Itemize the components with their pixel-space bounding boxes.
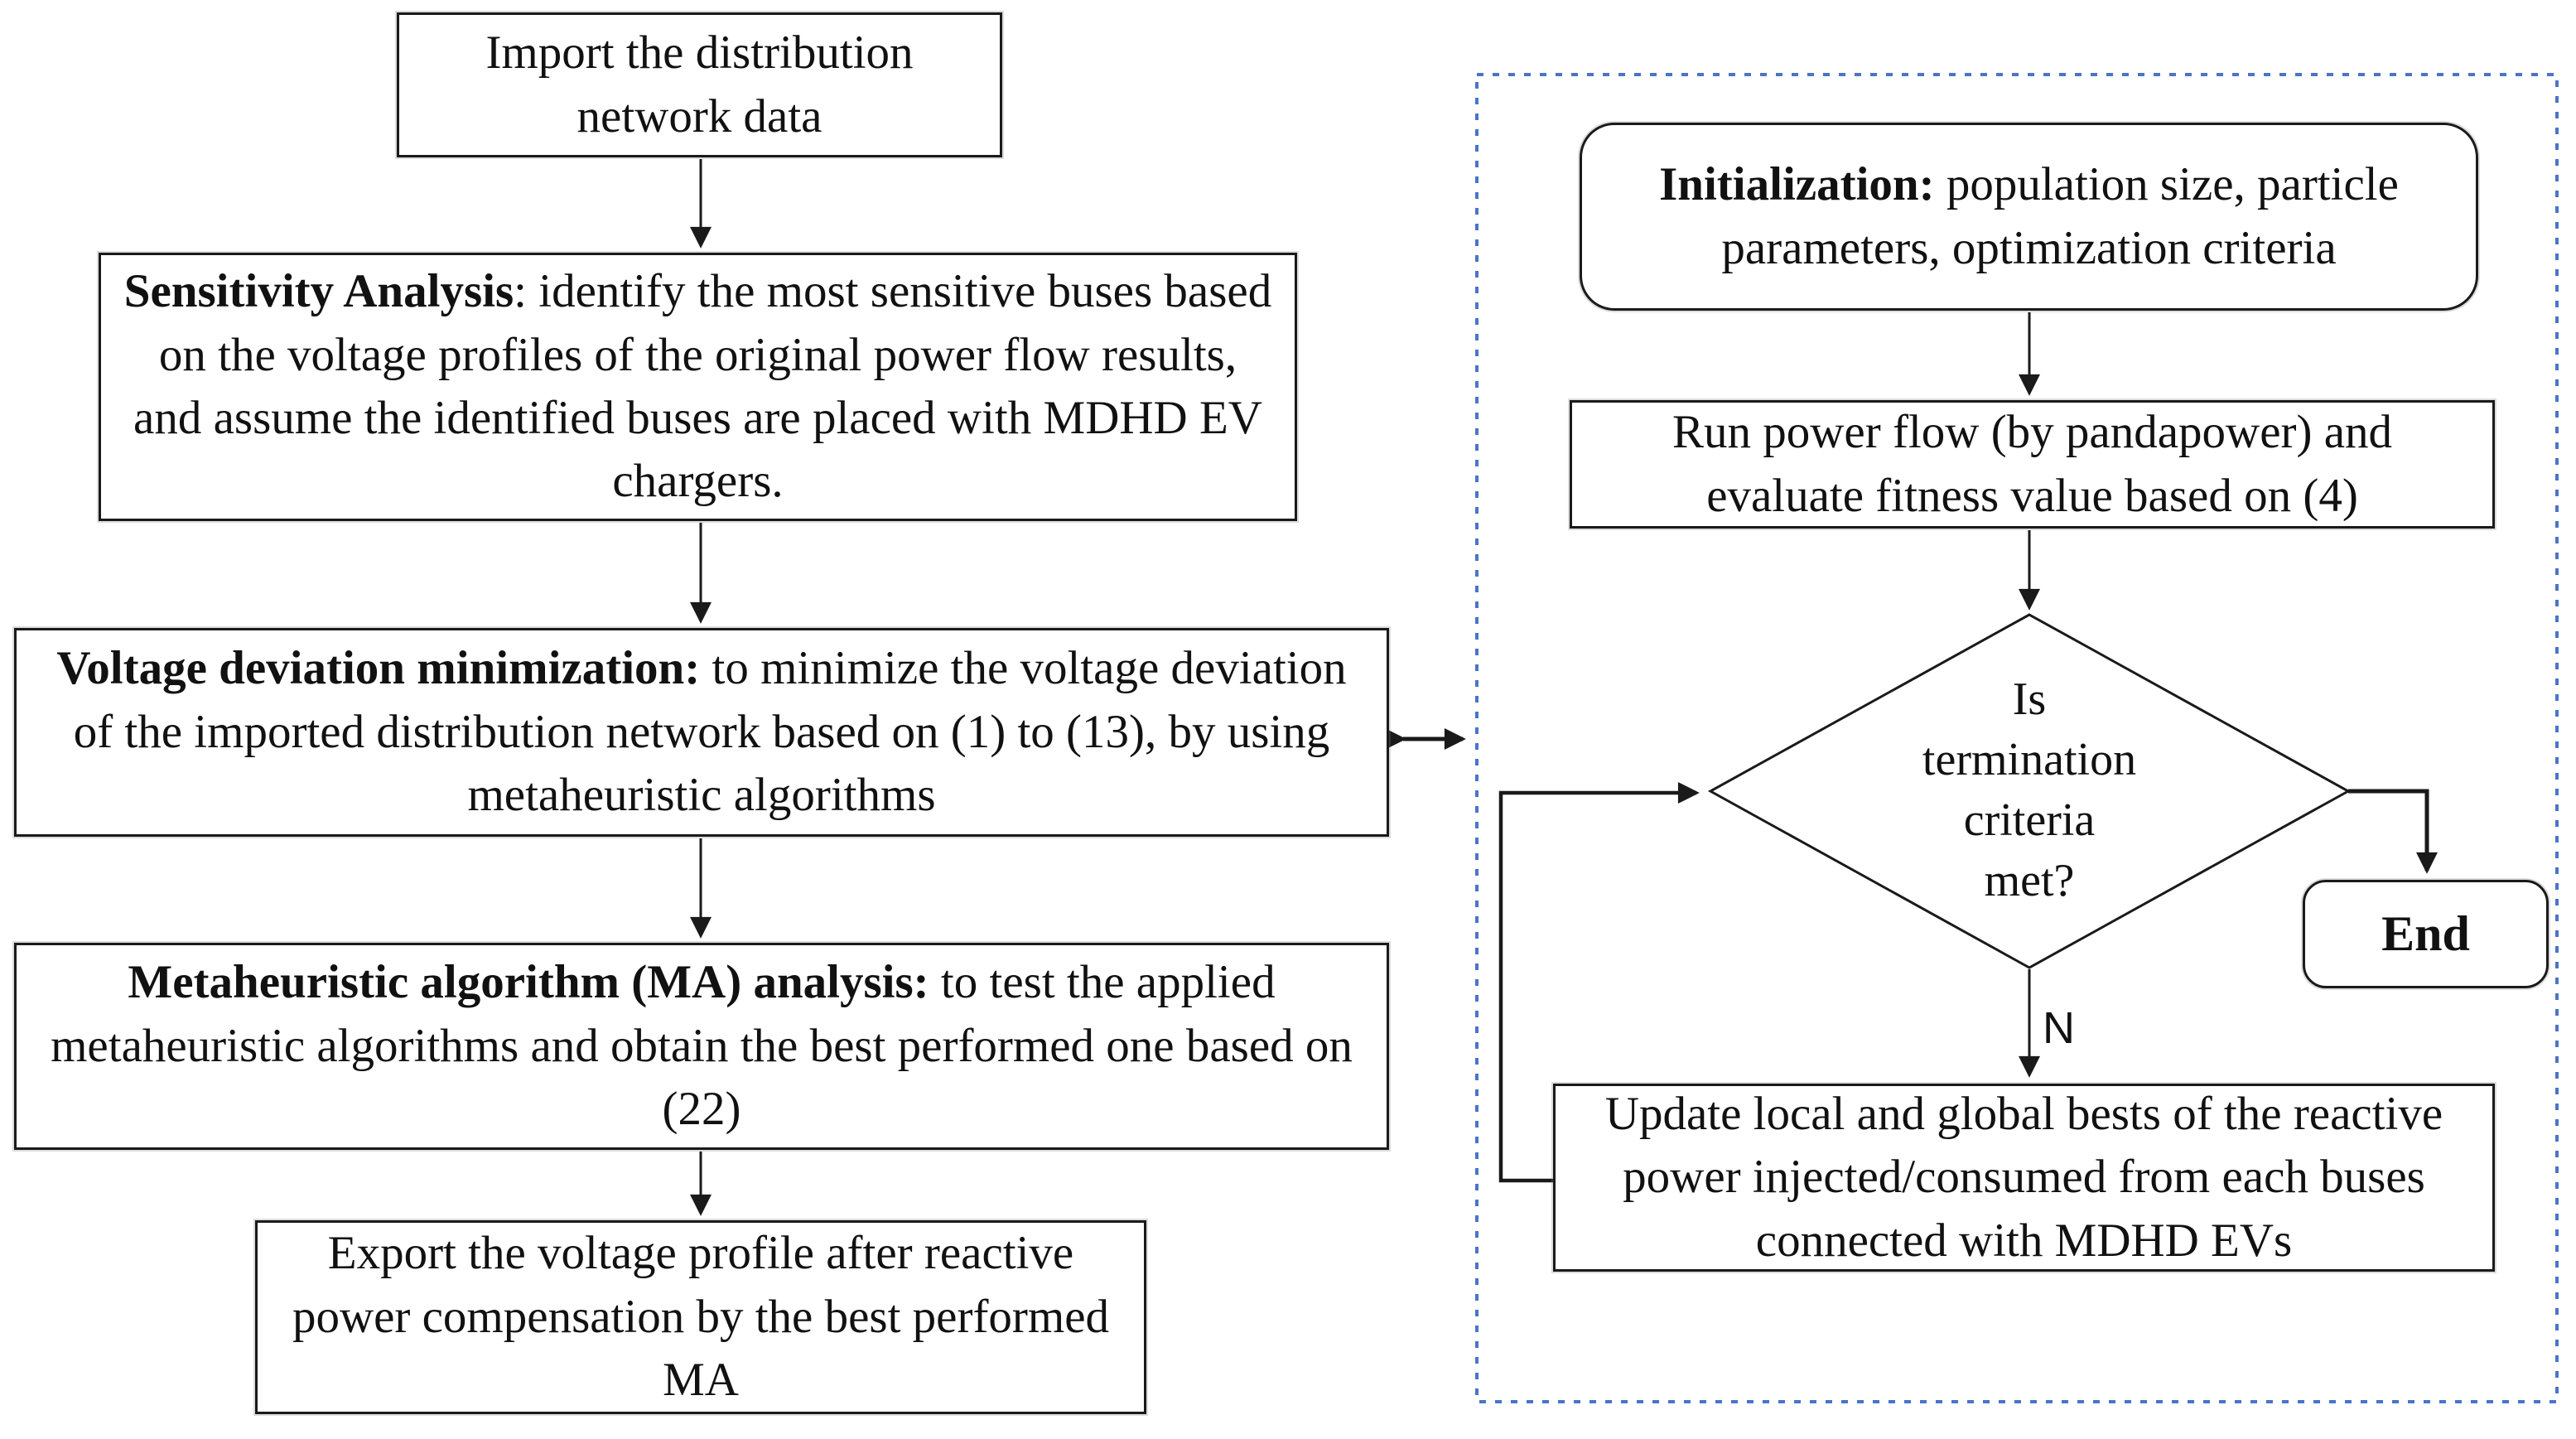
voltage-deviation-minimization-box: Voltage deviation minimization: to minim… <box>14 628 1389 837</box>
metaheuristic-analysis-box: Metaheuristic algorithm (MA) analysis: t… <box>14 943 1389 1150</box>
end-terminator-box: End <box>2303 880 2549 988</box>
sensitivity-analysis-box: Sensitivity Analysis: identify the most … <box>99 253 1297 521</box>
import-network-data-text: Import the distribution network data <box>485 27 914 142</box>
voltage-deviation-lead: Voltage deviation minimization: <box>56 642 701 695</box>
termination-decision-label: Is termination criteria met? <box>1847 669 2212 911</box>
metaheuristic-analysis-lead: Metaheuristic algorithm (MA) analysis: <box>128 956 929 1009</box>
end-terminator-text: End <box>2381 906 2470 962</box>
arrow-decision-to-end <box>2348 789 2438 874</box>
import-network-data-box: Import the distribution network data <box>397 12 1002 157</box>
metaheuristic-analysis-body: to test the applied metaheuristic algori… <box>51 956 1353 1136</box>
run-power-flow-text: Run power flow (by pandapower) and evalu… <box>1672 406 2392 522</box>
sensitivity-analysis-text: Sensitivity Analysis: identify the most … <box>119 260 1276 514</box>
decision-line-2: termination <box>1922 734 2137 785</box>
initialization-lead: Initialization: <box>1659 158 1935 211</box>
metaheuristic-loop-region-border <box>1475 73 2559 1403</box>
initialization-body: population size, particle parameters, op… <box>1721 158 2399 274</box>
decision-line-1: Is <box>2012 674 2047 725</box>
sensitivity-analysis-lead: Sensitivity Analysis <box>123 265 514 318</box>
decision-line-4: met? <box>1984 855 2075 906</box>
update-bests-box: Update local and global bests of the rea… <box>1553 1084 2495 1272</box>
export-voltage-profile-box: Export the voltage profile after reactiv… <box>255 1220 1146 1414</box>
export-voltage-profile-text: Export the voltage profile after reactiv… <box>292 1227 1110 1407</box>
metaheuristic-analysis-text: Metaheuristic algorithm (MA) analysis: t… <box>35 951 1368 1141</box>
loopback-update-to-decision <box>1498 782 1700 1183</box>
sensitivity-analysis-body: : identify the most sensitive buses base… <box>133 265 1272 508</box>
initialization-box: Initialization: population size, particl… <box>1580 123 2478 311</box>
decision-diamond-shape <box>1707 613 2352 969</box>
initialization-text: Initialization: population size, particl… <box>1600 153 2458 280</box>
run-power-flow-box: Run power flow (by pandapower) and evalu… <box>1570 400 2495 529</box>
decision-no-branch-label: N <box>2043 1003 2075 1053</box>
voltage-deviation-text: Voltage deviation minimization: to minim… <box>35 637 1368 827</box>
voltage-deviation-body: to minimize the voltage deviation of the… <box>73 642 1347 822</box>
update-bests-text: Update local and global bests of the rea… <box>1604 1087 2443 1267</box>
decision-line-3: criteria <box>1963 794 2096 846</box>
